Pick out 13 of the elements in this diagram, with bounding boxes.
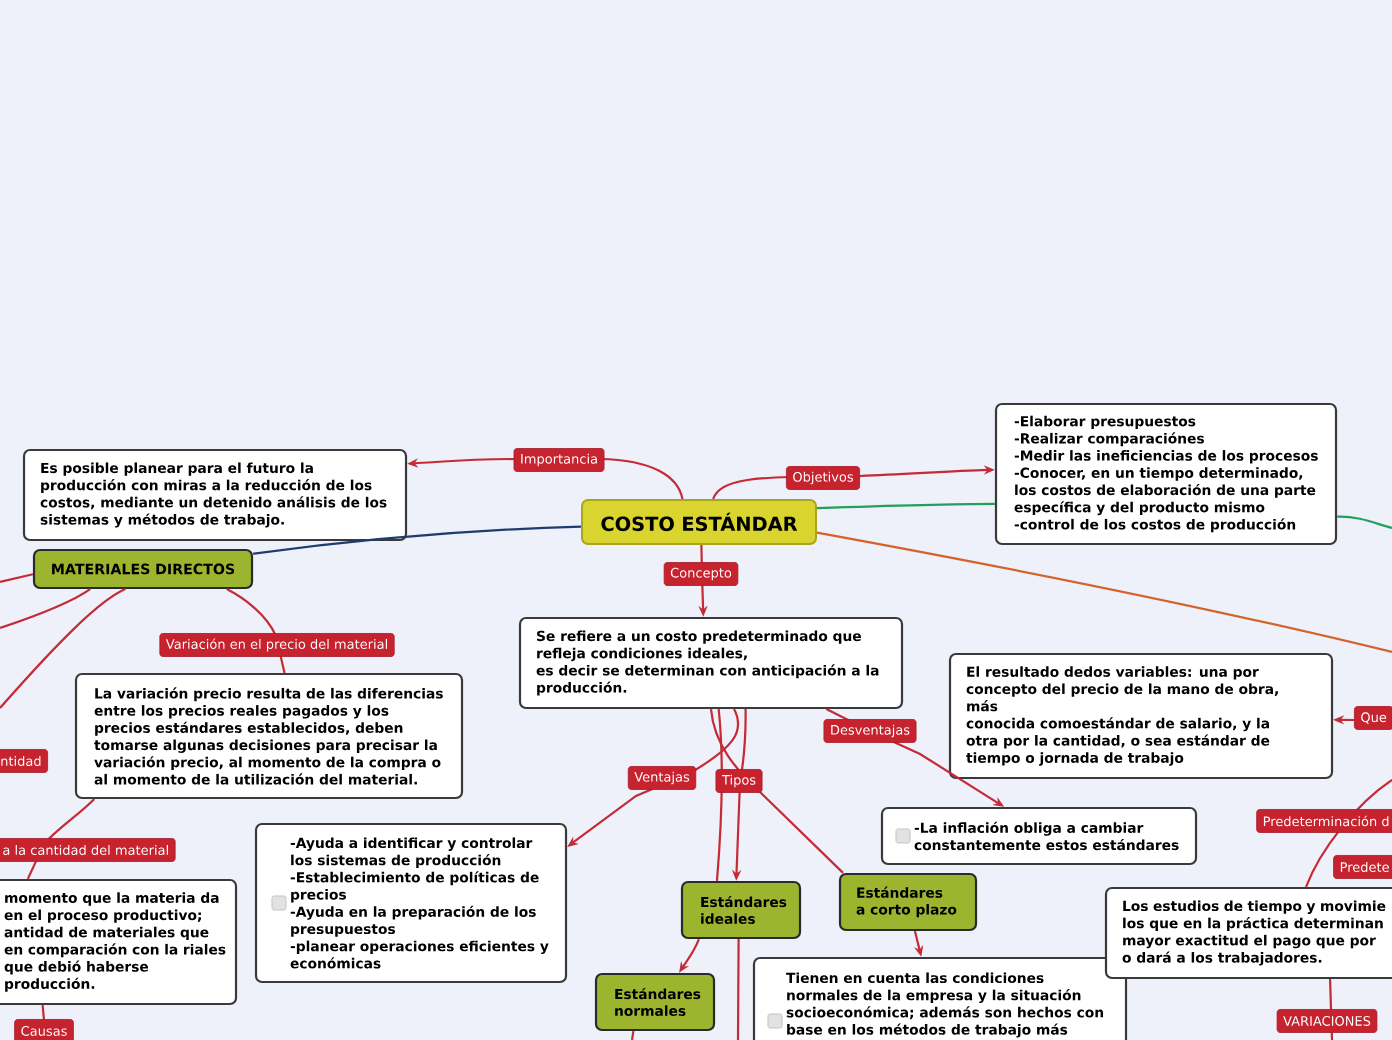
connector-line	[252, 525, 582, 555]
connector-line	[41, 1004, 46, 1021]
connector-line	[816, 502, 995, 510]
connector-line	[736, 939, 740, 1040]
connector-line	[630, 1030, 635, 1040]
connector-line	[0, 588, 126, 709]
connector-line	[0, 573, 34, 584]
connector-line	[1337, 515, 1392, 530]
connector-line	[816, 531, 1392, 654]
central-topic-box: COSTO ESTÁNDAR	[581, 499, 817, 545]
connector-line	[715, 709, 723, 881]
connector-line	[709, 708, 844, 874]
connector-line	[0, 588, 91, 630]
